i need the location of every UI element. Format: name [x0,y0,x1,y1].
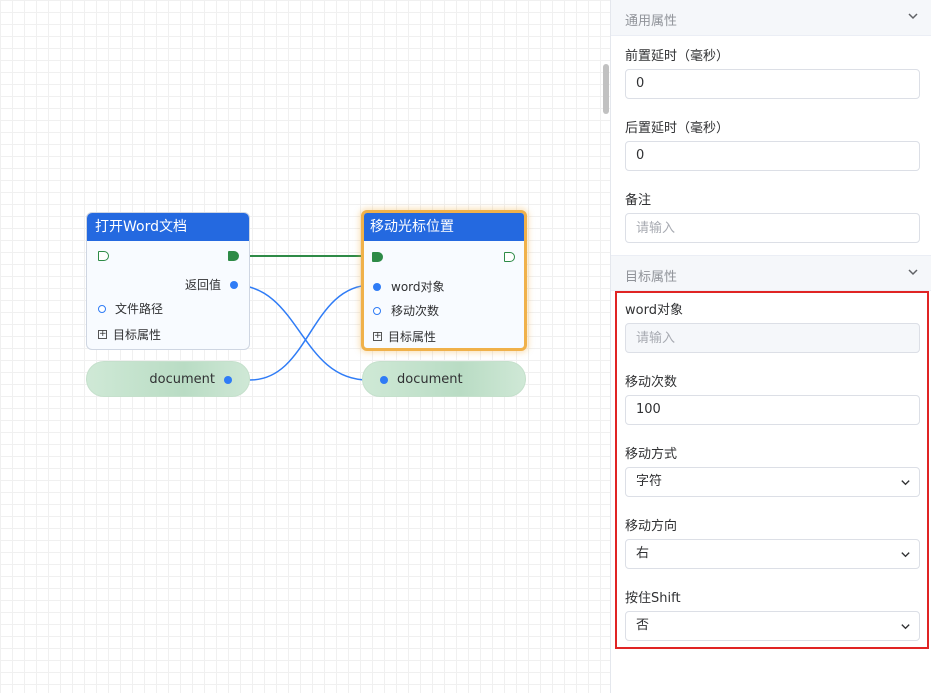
select-value: 字符 [636,474,663,489]
select-value: 右 [636,546,650,561]
flow-in-port[interactable] [372,252,383,262]
variable-port[interactable] [380,376,388,384]
target-props-label[interactable]: 目标属性 [388,330,437,344]
pre-delay-label: 前置延时（毫秒） [625,49,730,64]
chevron-down-icon [901,552,910,558]
select-value: 否 [636,618,650,633]
file-path-port[interactable] [98,305,106,313]
return-value-port[interactable] [230,281,238,289]
data-wire-return-to-document [233,284,369,381]
move-direction-select[interactable]: 右 [625,539,920,569]
pre-delay-input[interactable]: 0 [625,69,920,99]
node-open-word-document[interactable]: 打开Word文档 返回值 文件路径 + 目标属性 [86,212,250,350]
post-delay-label: 后置延时（毫秒） [625,121,730,136]
chevron-down-icon [901,480,910,486]
remark-input[interactable] [625,213,920,243]
flow-out-port[interactable] [228,251,239,261]
data-wire-document-to-word-object [249,284,373,381]
variable-document-input[interactable]: document [362,361,526,397]
section-title: 通用属性 [625,14,678,29]
section-general[interactable]: 通用属性 [611,0,931,36]
wires-layer [233,255,374,381]
file-path-label: 文件路径 [115,302,164,316]
flow-canvas[interactable]: 打开Word文档 返回值 文件路径 + 目标属性 document 移动光标位置… [0,0,610,693]
move-count-label: 移动次数 [625,375,678,390]
node-move-cursor-position[interactable]: 移动光标位置 word对象 移动次数 + 目标属性 [361,210,527,351]
node-title: 移动光标位置 [364,213,524,241]
move-count-label: 移动次数 [391,304,440,318]
word-object-label: word对象 [391,280,445,294]
flow-out-port[interactable] [504,252,515,262]
expand-icon[interactable]: + [373,331,382,341]
chevron-down-icon [901,624,910,630]
post-delay-input[interactable]: 0 [625,141,920,171]
hold-shift-label: 按住Shift [625,591,681,606]
variable-document-output[interactable]: document [86,361,250,397]
variable-label: document [149,372,215,387]
move-count-input[interactable]: 100 [625,395,920,425]
return-value-label: 返回值 [184,278,221,292]
section-target[interactable]: 目标属性 [611,255,931,291]
word-object-input[interactable] [625,323,920,353]
target-props-label[interactable]: 目标属性 [113,328,162,342]
word-object-port[interactable] [373,283,381,291]
variable-port[interactable] [224,376,232,384]
expand-icon[interactable]: + [98,329,107,339]
move-mode-label: 移动方式 [625,447,678,462]
word-object-label: word对象 [625,303,683,318]
flow-in-port[interactable] [98,251,109,261]
property-panel: 通用属性 前置延时（毫秒） 0 后置延时（毫秒） 0 备注 目标属性 word对… [610,0,931,693]
variable-label: document [397,372,463,387]
move-mode-select[interactable]: 字符 [625,467,920,497]
canvas-scrollbar-thumb[interactable] [603,64,609,114]
chevron-down-icon[interactable] [907,10,919,22]
move-direction-label: 移动方向 [625,519,678,534]
node-title: 打开Word文档 [87,213,249,241]
move-count-port[interactable] [373,307,381,315]
section-title: 目标属性 [625,270,678,285]
chevron-down-icon[interactable] [907,266,919,278]
remark-label: 备注 [625,193,652,208]
hold-shift-select[interactable]: 否 [625,611,920,641]
